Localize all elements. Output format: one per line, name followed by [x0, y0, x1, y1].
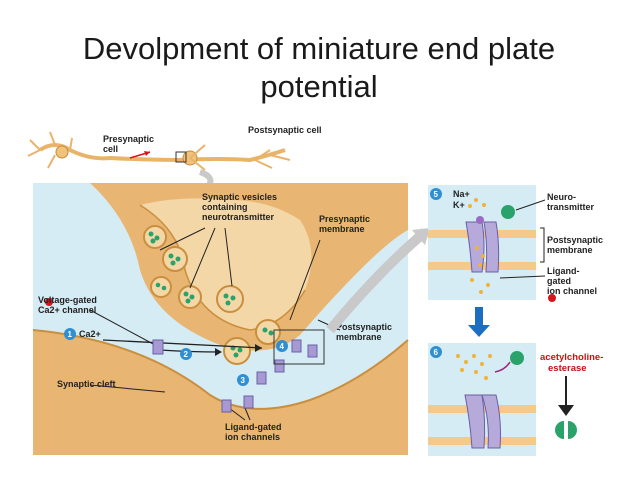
- vesicle: [143, 225, 167, 249]
- neurotransmitter-label: Neuro-transmitter: [547, 192, 595, 212]
- vesicle: [216, 285, 244, 313]
- split-neurotransmitter-icon: [555, 421, 577, 439]
- vesicle: [150, 276, 172, 298]
- page-title: Devolpment of miniature end plate potent…: [0, 30, 638, 106]
- vesicle: [178, 285, 202, 309]
- svg-text:6: 6: [434, 348, 439, 357]
- svg-text:5: 5: [434, 190, 439, 199]
- synaptic-cleft-label: Synaptic cleft: [57, 379, 116, 389]
- receptor-panel-6: 6: [428, 343, 536, 456]
- receptor-panel-5: 5 Na+ K+: [428, 185, 536, 300]
- step-badge-2: 2: [180, 348, 192, 360]
- zoom-arrow: [326, 228, 429, 334]
- acetylcholinesterase-label: acetylcholine-esterase: [540, 352, 603, 374]
- title-line-2: potential: [260, 69, 378, 104]
- postsynaptic-cell-label: Postsynaptic cell: [248, 125, 322, 135]
- voltage-gated-channel: [152, 339, 164, 355]
- ligand-gated-channel: [274, 359, 285, 373]
- vesicle: [223, 337, 251, 365]
- step-badge-6: 6: [430, 346, 442, 358]
- step-badge-5: 5: [430, 188, 442, 200]
- svg-text:2: 2: [184, 350, 189, 359]
- svg-text:1: 1: [68, 330, 73, 339]
- step-badge-1: 1: [64, 328, 76, 340]
- k-label: K+: [453, 200, 465, 210]
- calcium-ion-icon: [45, 298, 53, 306]
- ca-label: Ca2+: [79, 329, 101, 339]
- down-arrow-icon: [468, 307, 490, 337]
- step-badge-4: 4: [276, 340, 288, 352]
- vesicle: [162, 246, 188, 272]
- ligand-gated-channel: [243, 395, 254, 409]
- step-badge-3: 3: [237, 374, 249, 386]
- calcium-ion-icon: [548, 294, 556, 302]
- title-line-1: Devolpment of miniature end plate: [82, 31, 556, 66]
- ligand-gated-channel: [307, 344, 318, 358]
- svg-text:4: 4: [280, 342, 285, 351]
- ligand-gated-channel: [256, 371, 267, 385]
- na-label: Na+: [453, 189, 470, 199]
- ligand-gated-channel: [291, 339, 302, 353]
- svg-text:3: 3: [241, 376, 246, 385]
- vesicle: [255, 319, 281, 345]
- ligand-gated-channel: [221, 399, 232, 413]
